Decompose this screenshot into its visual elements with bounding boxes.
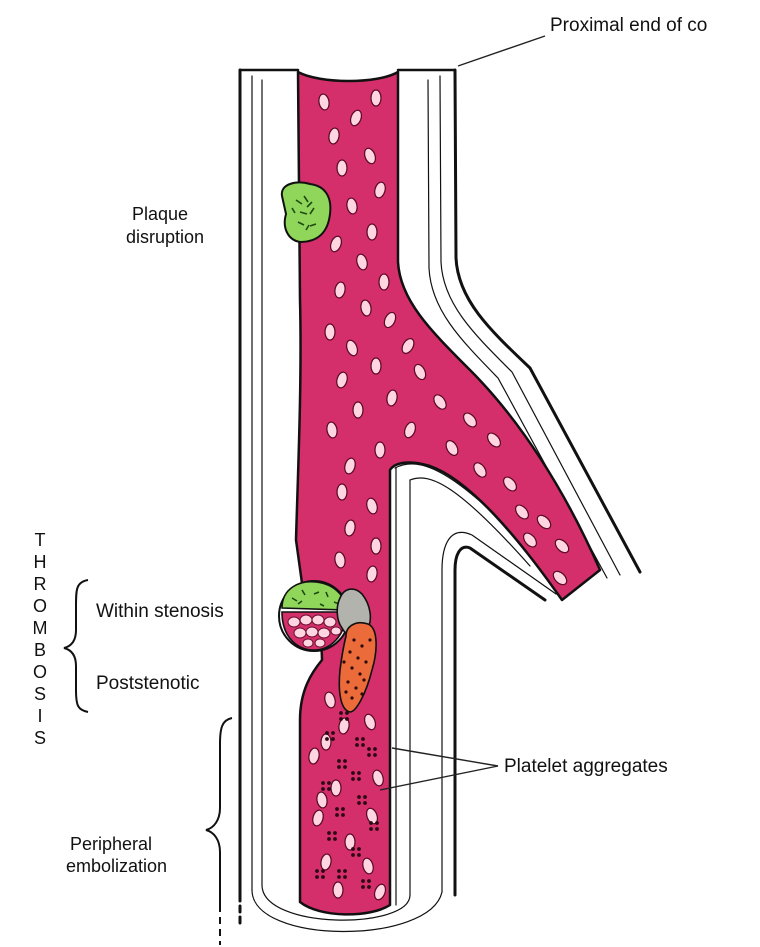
- red-blood-cell: [375, 442, 385, 458]
- thrombosis-letter: O: [33, 596, 47, 616]
- plaque-disruption-label-line1: Plaque: [132, 204, 188, 224]
- red-blood-cell: [325, 324, 335, 340]
- within-stenosis-label: Within stenosis: [96, 601, 224, 622]
- red-blood-cell: [353, 402, 363, 418]
- red-blood-cell: [371, 90, 381, 106]
- thrombosis-letter: S: [34, 684, 46, 704]
- red-blood-cell: [333, 882, 343, 898]
- peripheral-embolization-label-line1: Peripheral: [70, 834, 152, 854]
- red-blood-cell: [337, 160, 347, 176]
- poststenotic-label: Poststenotic: [96, 673, 200, 694]
- red-blood-cell: [371, 538, 381, 554]
- red-blood-cell: [331, 780, 341, 796]
- thrombosis-brace: [64, 580, 88, 712]
- thrombosis-letter: T: [35, 530, 46, 550]
- embolization-brace: [206, 718, 232, 945]
- thrombosis-letter: R: [34, 574, 47, 594]
- plaque-disruption-label-line2: disruption: [126, 227, 204, 247]
- thrombosis-letter: I: [37, 706, 42, 726]
- thrombosis-letter: M: [33, 618, 48, 638]
- red-blood-cell: [379, 274, 389, 290]
- red-blood-cell: [371, 358, 381, 374]
- thrombosis-letter: H: [34, 552, 47, 572]
- platelet-aggregates-label: Platelet aggregates: [504, 756, 668, 777]
- thrombosis-letter: B: [34, 640, 46, 660]
- red-blood-cell: [321, 734, 331, 750]
- plaque-disruption: [282, 183, 331, 243]
- proximal-end-label: Proximal end of co: [550, 15, 707, 36]
- thrombosis-letter: O: [33, 662, 47, 682]
- thrombosis-letter: S: [34, 728, 46, 748]
- red-blood-cell: [337, 484, 347, 500]
- peripheral-embolization-label-line2: embolization: [66, 856, 167, 876]
- red-blood-cell: [367, 224, 377, 240]
